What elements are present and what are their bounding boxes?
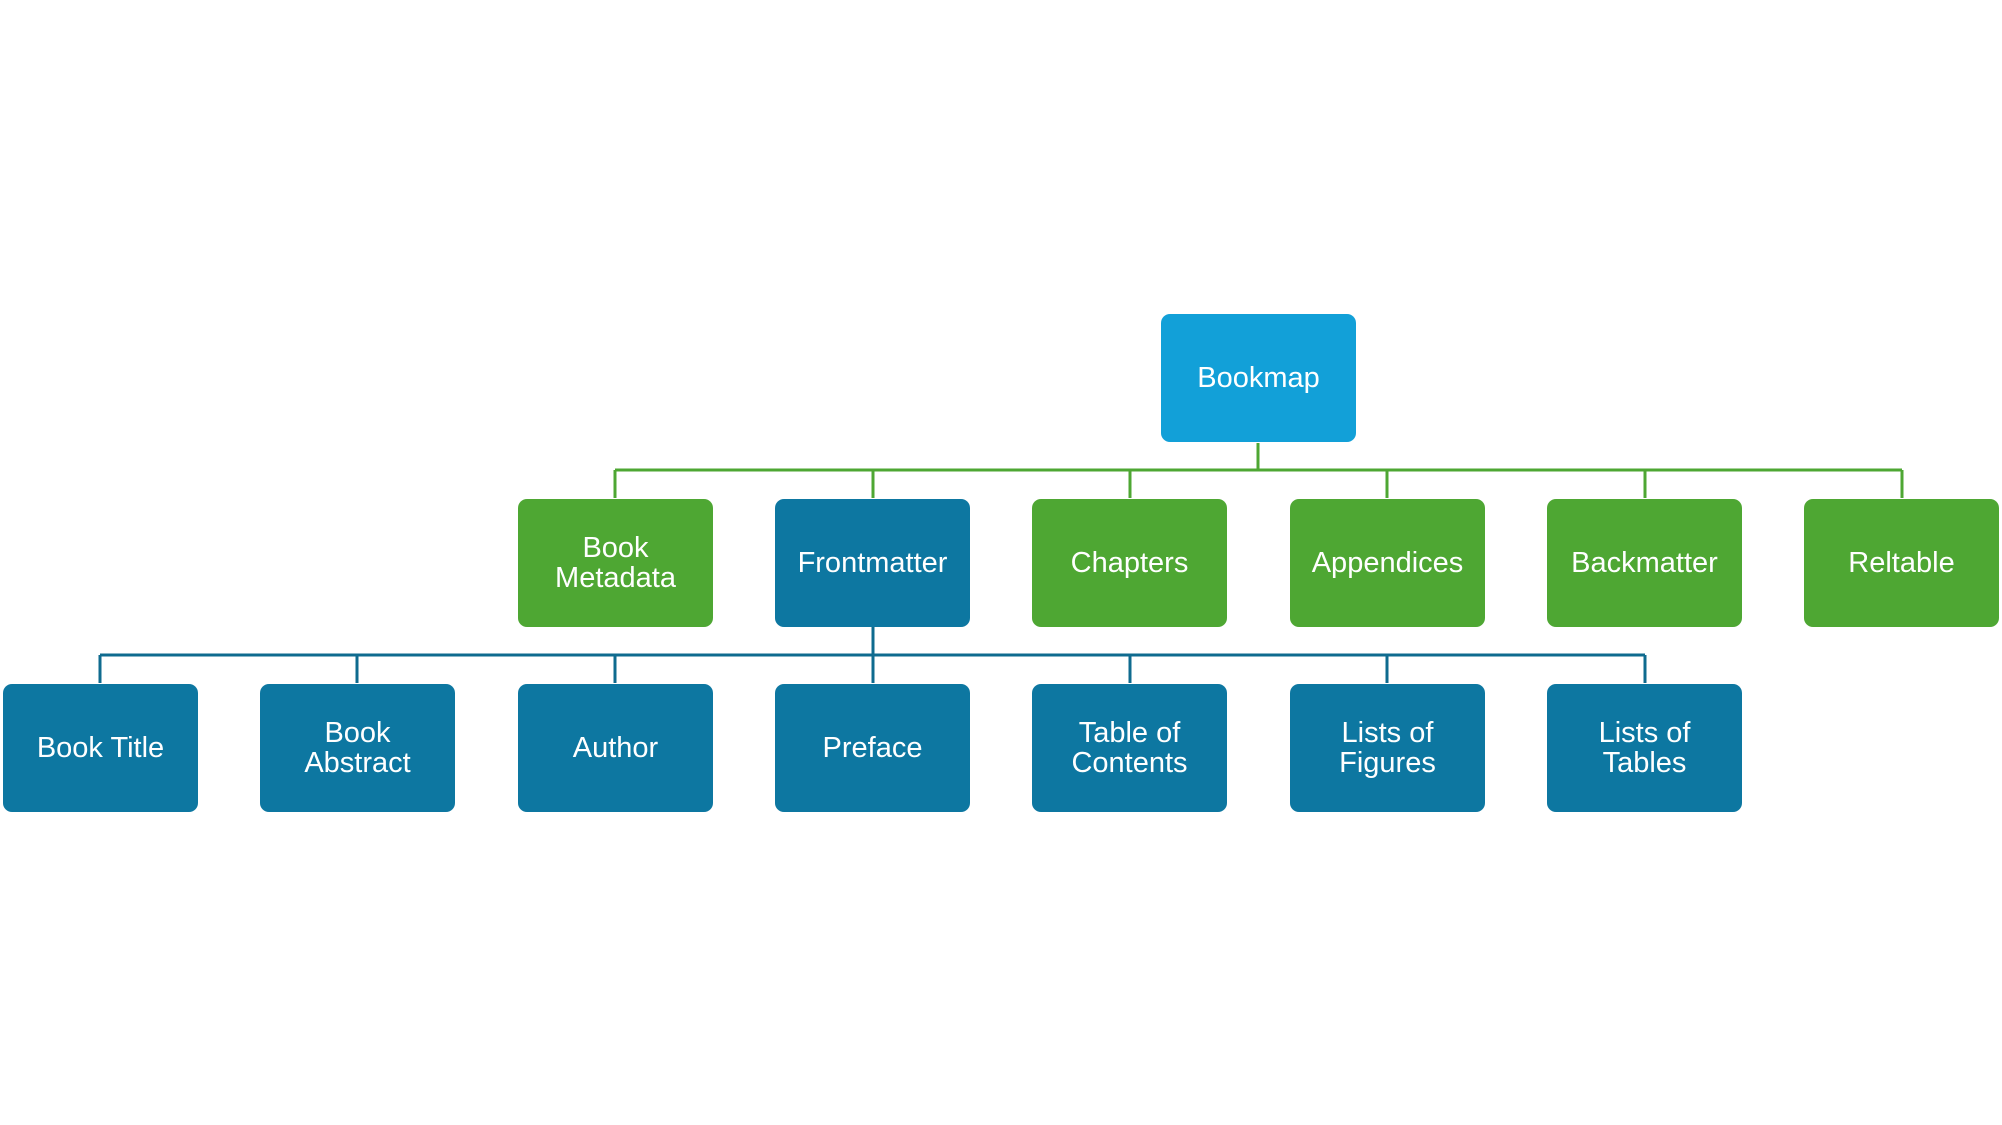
node-label: Book Title [36,732,165,764]
node-bookmap: Bookmap [1161,314,1356,442]
node-backmatter: Backmatter [1547,499,1742,627]
root-connectors [613,443,1904,498]
node-label: Frontmatter [797,547,948,579]
node-label: Author [572,732,659,764]
node-appendices: Appendices [1290,499,1485,627]
node-label: Bookmap [1197,362,1320,394]
node-frontmatter: Frontmatter [775,499,970,627]
node-book-title: Book Title [3,684,198,812]
node-label: Table of Contents [1071,717,1188,779]
node-book-metadata: Book Metadata [518,499,713,627]
node-label: Lists of Tables [1598,717,1691,779]
node-label: Preface [822,732,923,764]
node-label: Backmatter [1571,547,1718,579]
node-lists-of-figures: Lists of Figures [1290,684,1485,812]
node-label: Appendices [1311,547,1464,579]
node-reltable: Reltable [1804,499,1999,627]
node-lists-of-tables: Lists of Tables [1547,684,1742,812]
node-author: Author [518,684,713,812]
node-label: Book Abstract [304,717,411,779]
frontmatter-connectors [98,627,1647,683]
node-label: Lists of Figures [1339,717,1436,779]
node-label: Book Metadata [555,532,676,594]
node-label: Chapters [1070,547,1189,579]
node-chapters: Chapters [1032,499,1227,627]
node-preface: Preface [775,684,970,812]
node-table-of-contents: Table of Contents [1032,684,1227,812]
node-label: Reltable [1848,547,1955,579]
node-book-abstract: Book Abstract [260,684,455,812]
